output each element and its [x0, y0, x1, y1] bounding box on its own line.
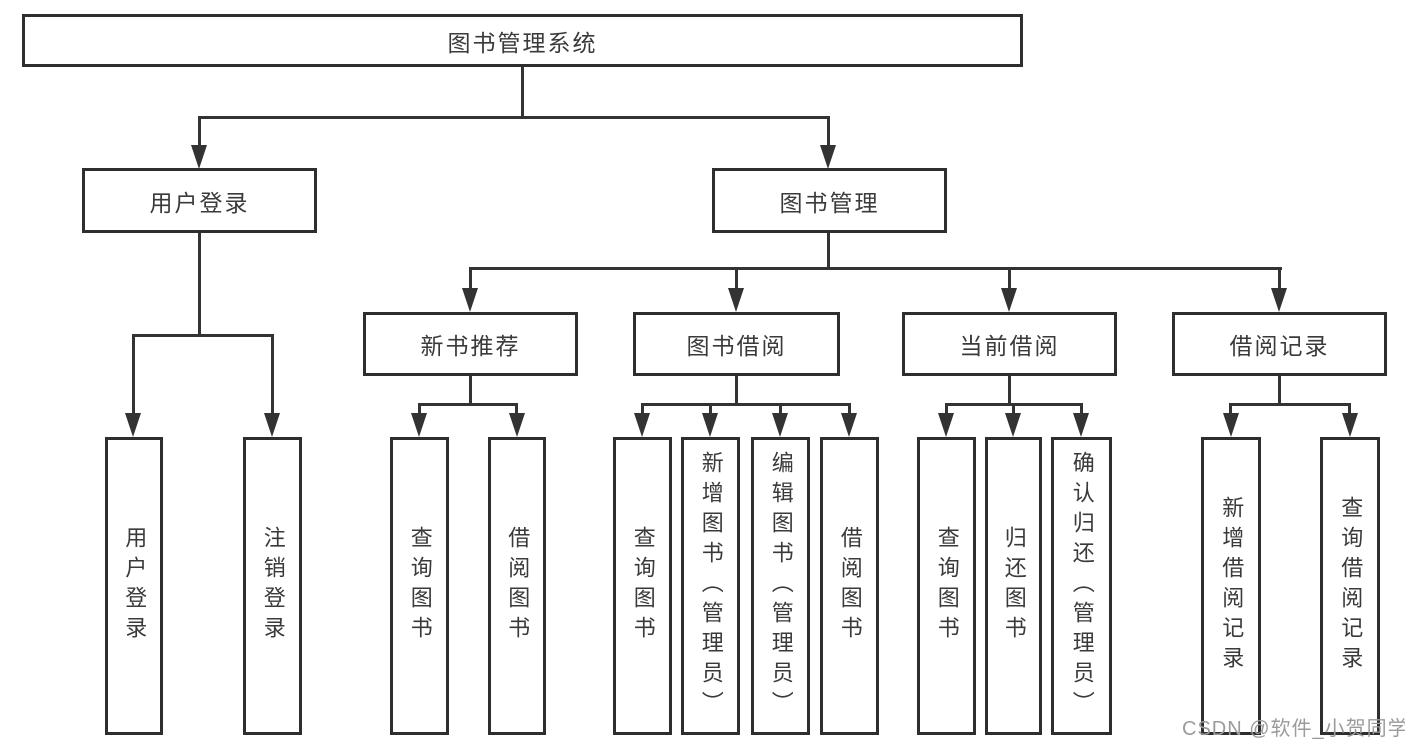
arrow-down-icon	[411, 413, 427, 437]
connector-hline	[418, 403, 518, 406]
connector-vline	[1008, 267, 1011, 292]
leaf-label: 查询图书	[934, 526, 960, 646]
connector-vline	[848, 403, 851, 417]
leaf-borrow-books-1: 借阅图书	[488, 437, 546, 735]
connector-vline	[418, 403, 421, 417]
arrow-down-icon	[1342, 413, 1358, 437]
leaf-user-login: 用户登录	[105, 437, 163, 735]
leaf-label: 用户登录	[122, 526, 148, 646]
connector-vline	[521, 66, 524, 119]
connector-vline	[1080, 403, 1083, 417]
leaf-query-books-1: 查询图书	[390, 437, 449, 735]
node-new-book-recommend: 新书推荐	[363, 312, 578, 376]
connector-vline	[1278, 267, 1281, 292]
node-label: 图书管理系统	[447, 29, 598, 56]
connector-vline	[198, 116, 201, 148]
leaf-add-borrow-record: 新增借阅记录	[1201, 437, 1261, 735]
leaf-label: 注销登录	[260, 526, 286, 646]
arrow-down-icon	[841, 413, 857, 437]
leaf-confirm-return-admin: 确认归还（管理员）	[1051, 437, 1112, 735]
node-label: 当前借阅	[959, 333, 1060, 359]
connector-vline	[132, 334, 135, 416]
connector-vline	[1278, 374, 1281, 406]
connector-vline	[779, 403, 782, 417]
node-label: 借阅记录	[1229, 333, 1330, 359]
connector-vline	[827, 230, 830, 270]
connector-vline	[469, 267, 472, 292]
connector-vline	[469, 374, 472, 406]
leaf-label: 借阅图书	[505, 526, 531, 646]
leaf-label: 查询图书	[630, 526, 656, 646]
connector-hline	[469, 267, 1282, 270]
arrow-down-icon	[820, 145, 836, 169]
connector-vline	[735, 374, 738, 406]
leaf-edit-books-admin: 编辑图书（管理员）	[751, 437, 810, 735]
connector-vline	[1012, 403, 1015, 417]
arrow-down-icon	[772, 413, 788, 437]
leaf-label: 新增图书（管理员）	[698, 451, 724, 721]
leaf-label: 归还图书	[1001, 526, 1027, 646]
arrow-down-icon	[1073, 413, 1089, 437]
node-book-management-system: 图书管理系统	[22, 14, 1023, 67]
leaf-label: 查询图书	[407, 526, 433, 646]
node-book-borrowing: 图书借阅	[633, 312, 840, 376]
connector-hline	[132, 334, 274, 337]
node-user-login: 用户登录	[82, 168, 317, 233]
leaf-label: 查询借阅记录	[1338, 496, 1364, 676]
leaf-label: 新增借阅记录	[1219, 496, 1245, 676]
connector-vline	[271, 334, 274, 416]
leaf-query-books-2: 查询图书	[613, 437, 672, 735]
leaf-borrow-books-2: 借阅图书	[820, 437, 879, 735]
connector-hline	[1229, 403, 1351, 406]
leaf-label: 借阅图书	[837, 526, 863, 646]
leaf-label: 编辑图书（管理员）	[768, 451, 794, 721]
arrow-down-icon	[728, 288, 744, 312]
arrow-down-icon	[264, 413, 280, 437]
connector-vline	[1348, 403, 1351, 417]
node-borrowing-records: 借阅记录	[1172, 312, 1387, 376]
connector-hline	[641, 403, 851, 406]
node-label: 用户登录	[149, 189, 250, 216]
connector-vline	[709, 403, 712, 417]
connector-vline	[827, 116, 830, 148]
arrow-down-icon	[462, 288, 478, 312]
leaf-label: 确认归还（管理员）	[1069, 451, 1095, 721]
arrow-down-icon	[1005, 413, 1021, 437]
watermark: CSDN @软件_小贺同学	[1182, 718, 1405, 740]
node-book-management: 图书管理	[712, 168, 947, 233]
node-label: 图书借阅	[686, 333, 787, 359]
arrow-down-icon	[125, 413, 141, 437]
leaf-add-books-admin: 新增图书（管理员）	[681, 437, 740, 735]
arrow-down-icon	[1271, 288, 1287, 312]
node-current-borrowing: 当前借阅	[902, 312, 1117, 376]
leaf-query-borrow-record: 查询借阅记录	[1320, 437, 1380, 735]
connector-vline	[945, 403, 948, 417]
arrow-down-icon	[509, 413, 525, 437]
leaf-query-books-3: 查询图书	[917, 437, 976, 735]
arrow-down-icon	[191, 145, 207, 169]
leaf-return-books: 归还图书	[985, 437, 1042, 735]
connector-vline	[641, 403, 644, 417]
connector-vline	[1229, 403, 1232, 417]
node-label: 图书管理	[779, 189, 880, 216]
connector-hline	[198, 116, 830, 119]
connector-vline	[735, 267, 738, 292]
arrow-down-icon	[634, 413, 650, 437]
leaf-logout: 注销登录	[243, 437, 302, 735]
arrow-down-icon	[1001, 288, 1017, 312]
connector-vline	[515, 403, 518, 417]
connector-vline	[198, 230, 201, 337]
arrow-down-icon	[1223, 413, 1239, 437]
node-label: 新书推荐	[420, 333, 521, 359]
arrow-down-icon	[938, 413, 954, 437]
connector-vline	[1008, 374, 1011, 406]
arrow-down-icon	[702, 413, 718, 437]
